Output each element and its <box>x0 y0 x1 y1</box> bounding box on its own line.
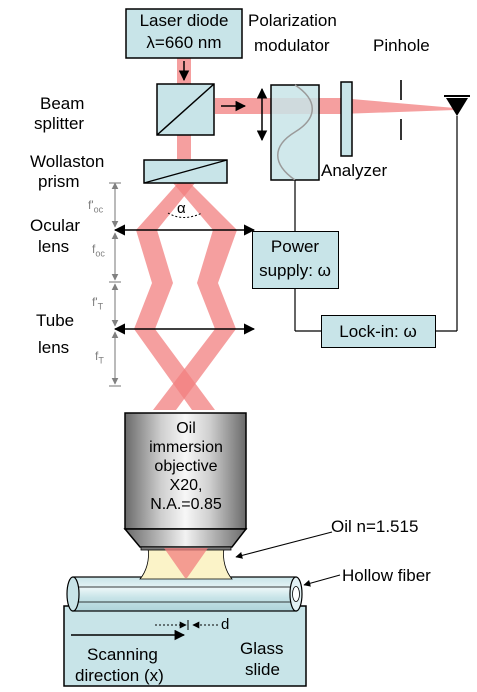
power-supply-label-2: supply: ω <box>259 261 331 280</box>
f-oc-label: foc <box>92 242 105 259</box>
scanning-direction-label-1: Scanning <box>87 645 158 664</box>
f-oc-prime-label: f'oc <box>88 198 104 215</box>
focal-dimension-lines <box>109 182 121 387</box>
d-indicator <box>155 620 218 630</box>
f-t-prime-label: f'T <box>92 295 104 312</box>
glass-slide-label-2: slide <box>245 660 280 679</box>
objective-line-5: N.A.=0.85 <box>150 496 222 513</box>
d-label: d <box>221 616 230 633</box>
oil-pointer-arrow <box>235 531 333 559</box>
wollaston-label-2: prism <box>38 172 80 191</box>
oil-label: Oil n=1.515 <box>331 517 419 536</box>
lockin-box: Lock-in: ω <box>321 315 436 348</box>
alpha-angle-arc <box>167 212 203 218</box>
objective-line-4: X20, <box>169 477 203 494</box>
f-t-label: fT <box>95 349 104 366</box>
laser-wavelength-label: λ=660 nm <box>146 33 222 52</box>
scanning-direction-label-2: direction (x) <box>75 666 164 685</box>
laser-diode-box <box>125 8 243 59</box>
pinhole-label: Pinhole <box>373 36 430 55</box>
objective-label: Oil immersion objective X20, N.A.=0.85 <box>128 419 244 514</box>
glass-slide <box>63 605 307 687</box>
lockin-label: Lock-in: ω <box>339 322 417 341</box>
laser-diode-label-1: Laser diode <box>139 11 229 30</box>
hollow-fiber-label: Hollow fiber <box>342 566 431 585</box>
tube-lens-label-1: Tube <box>36 311 75 330</box>
power-supply-box: Power supply: ω <box>252 231 339 289</box>
wollaston-label-1: Wollaston <box>30 152 105 171</box>
fiber-pointer-arrow <box>303 574 341 587</box>
power-supply-label-1: Power <box>270 237 320 256</box>
analyzer-label: Analyzer <box>321 161 388 180</box>
signal-wiring <box>294 140 458 332</box>
beam-splitter-cube <box>156 83 215 136</box>
hollow-fiber <box>66 576 303 612</box>
beam-splitter-label-1: Beam <box>40 94 85 113</box>
ocular-lens-label-1: Ocular <box>30 216 81 235</box>
objective-body <box>123 412 248 551</box>
tube-lens-label-2: lens <box>38 338 70 357</box>
polarization-modulator <box>270 84 320 181</box>
objective-line-1: Oil <box>176 420 196 437</box>
objective-line-2: immersion <box>149 439 223 456</box>
ocular-lens-label-2: lens <box>38 237 70 256</box>
analyzer-plate <box>340 81 353 157</box>
polarization-modulator-label-2: modulator <box>254 36 330 55</box>
glass-slide-label-1: Glass <box>240 639 284 658</box>
alpha-label: α <box>177 200 186 217</box>
beam-splitter-label-2: splitter <box>34 114 85 133</box>
photodetector <box>444 95 470 140</box>
polarization-modulator-label-1: Polarization <box>248 11 337 30</box>
objective-line-3: objective <box>154 458 218 475</box>
wollaston-prism <box>143 159 228 184</box>
